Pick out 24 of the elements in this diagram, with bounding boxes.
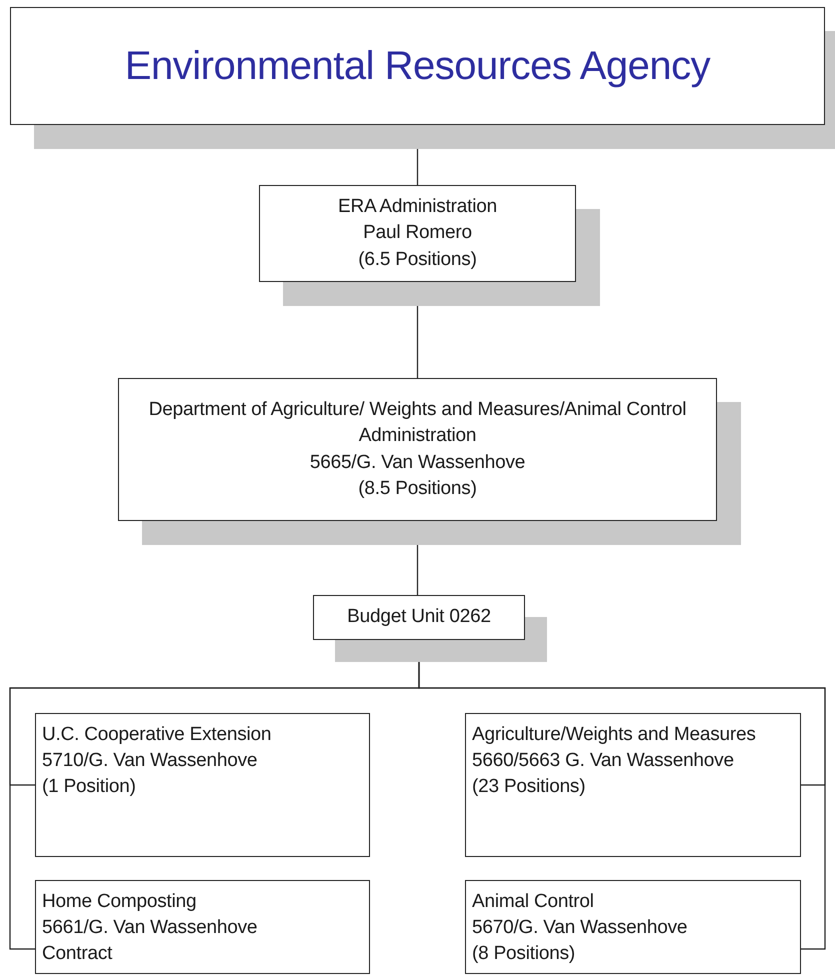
unit-text: Paul Romero [363, 221, 472, 246]
unit-text: 5660/5663 G. Van Wassenhove [472, 749, 734, 774]
unit-text: 5661/G. Van Wassenhove [42, 916, 258, 940]
org-unit-box [35, 880, 370, 974]
unit-text: U.C. Cooperative Extension [42, 723, 272, 747]
unit-text: 5665/G. Van Wassenhove [310, 450, 526, 474]
org-unit-box [35, 713, 370, 857]
unit-text: 5710/G. Van Wassenhove [42, 749, 258, 774]
unit-text: Animal Control [472, 890, 594, 914]
unit-text: (23 Positions) [472, 775, 586, 800]
org-unit-box [465, 713, 801, 857]
agency-name: Environmental Resources Agency [124, 44, 710, 88]
unit-text: Budget Unit 0262 [347, 605, 491, 630]
unit-text: (1 Position) [42, 775, 136, 800]
unit-text: ERA Administration [338, 195, 498, 220]
unit-text: (8 Positions) [472, 942, 575, 966]
unit-text: (8.5 Positions) [358, 476, 477, 501]
unit-text: Home Composting [42, 890, 196, 914]
org-unit-box [465, 880, 801, 974]
unit-text: Contract [42, 942, 112, 966]
unit-text: 5670/G. Van Wassenhove [472, 916, 688, 940]
unit-text: Department of Agriculture/ Weights and Measures/Animal Control Administration [148, 398, 688, 448]
unit-text: (6.5 Positions) [358, 248, 477, 272]
unit-text: Agriculture/Weights and Measures [472, 723, 756, 747]
